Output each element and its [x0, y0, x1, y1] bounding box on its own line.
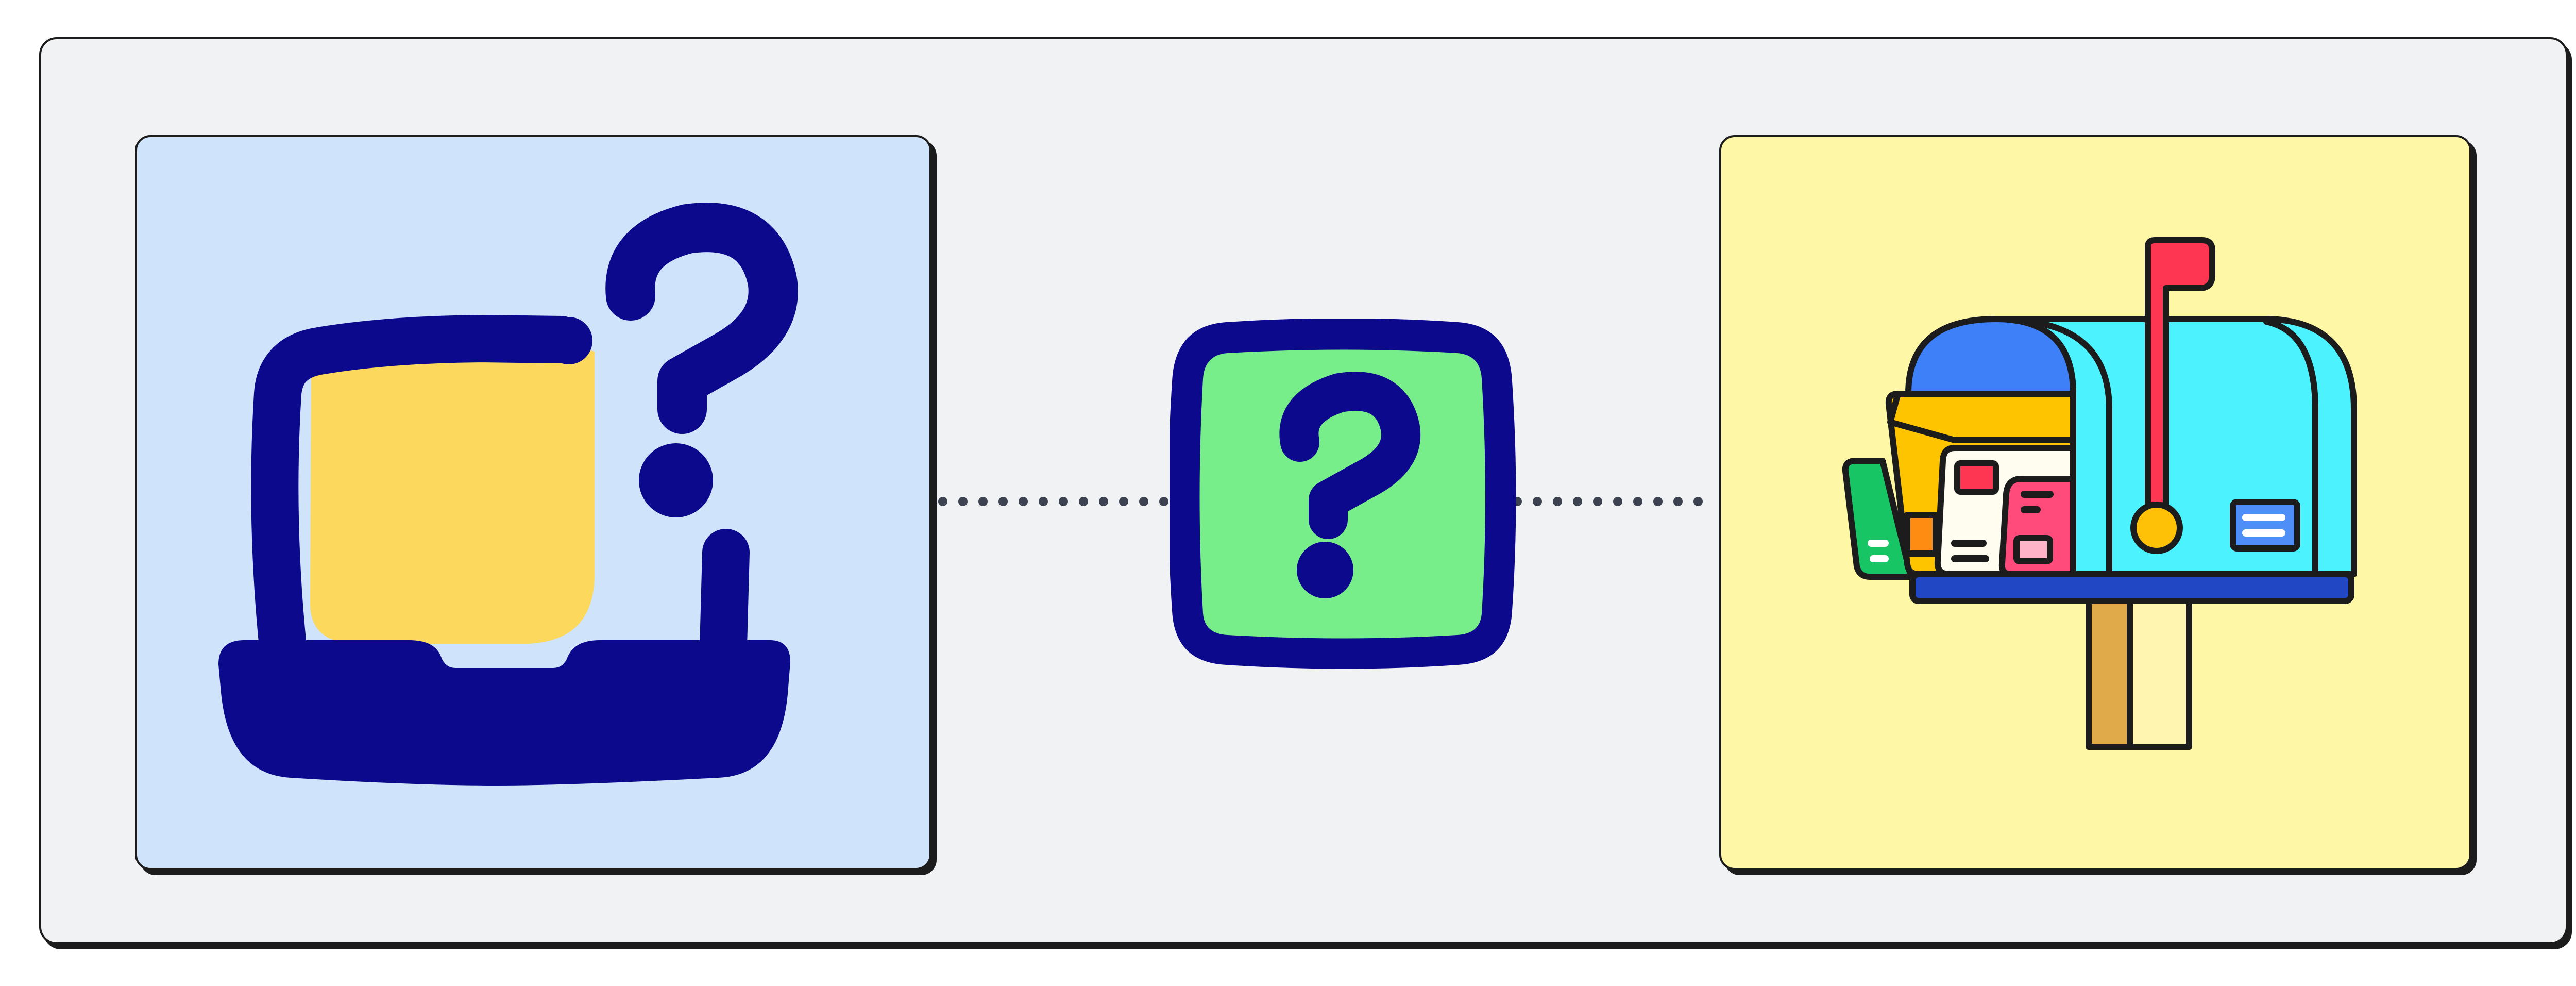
letter-lines	[1868, 491, 2285, 562]
connector-dot	[1079, 497, 1088, 506]
node-unknown	[1170, 319, 1516, 669]
mailbox-front-rib	[2026, 319, 2112, 577]
letter-stamp	[1954, 460, 1999, 495]
connector-dot	[1693, 497, 1703, 506]
connector-dot	[1593, 497, 1602, 506]
connector-dot	[1019, 497, 1028, 506]
mailbox-rib	[2263, 319, 2318, 577]
connector-dot	[1573, 497, 1582, 506]
connector-dot	[1039, 497, 1048, 506]
question-mark-icon	[1170, 319, 1516, 669]
connector-laptop-to-question	[938, 497, 1168, 506]
laptop-screen	[310, 346, 595, 644]
connector-dot	[1159, 497, 1168, 506]
connector-dot	[1633, 497, 1642, 506]
question-mark-hook	[605, 203, 798, 434]
connector-dot	[1059, 497, 1068, 506]
connector-dot	[1119, 497, 1128, 506]
envelope-stamp	[1904, 512, 1939, 557]
pink-letter-tag	[2013, 535, 2053, 564]
connector-dot	[1613, 497, 1622, 506]
connector-dot	[958, 497, 968, 506]
laptop-bezel	[251, 315, 585, 670]
connector-dot	[1139, 497, 1148, 506]
node-laptop-question	[135, 135, 931, 870]
mailbox-icon	[1842, 237, 2357, 750]
connector-dot	[1653, 497, 1663, 506]
question-mark-hook	[1279, 372, 1421, 539]
question-mark-dot	[1297, 542, 1353, 598]
connector-dot	[1673, 497, 1683, 506]
laptop-question-icon	[218, 203, 798, 786]
mailbox-label	[2230, 499, 2300, 552]
post-right	[2127, 594, 2192, 750]
mailbox-base	[1909, 571, 2354, 604]
laptop-bezel-right	[700, 529, 750, 670]
laptop-base	[218, 640, 790, 786]
connector-dot	[1553, 497, 1562, 506]
connector-dot	[998, 497, 1008, 506]
mailbox-flag	[2145, 237, 2215, 523]
connector-dot	[1533, 497, 1542, 506]
question-mark-dot	[639, 443, 713, 517]
post-left	[2086, 594, 2133, 750]
connector-question-to-mailbox	[1513, 497, 1703, 506]
connector-dot	[938, 497, 947, 506]
connector-dot	[978, 497, 988, 506]
mailbox-door	[1905, 316, 2076, 397]
node-mailbox	[1719, 135, 2471, 870]
green-letter	[1842, 458, 1914, 580]
connector-dot	[1099, 497, 1108, 506]
flag-knob	[2130, 502, 2183, 554]
laptop-bezel-end	[545, 317, 592, 364]
